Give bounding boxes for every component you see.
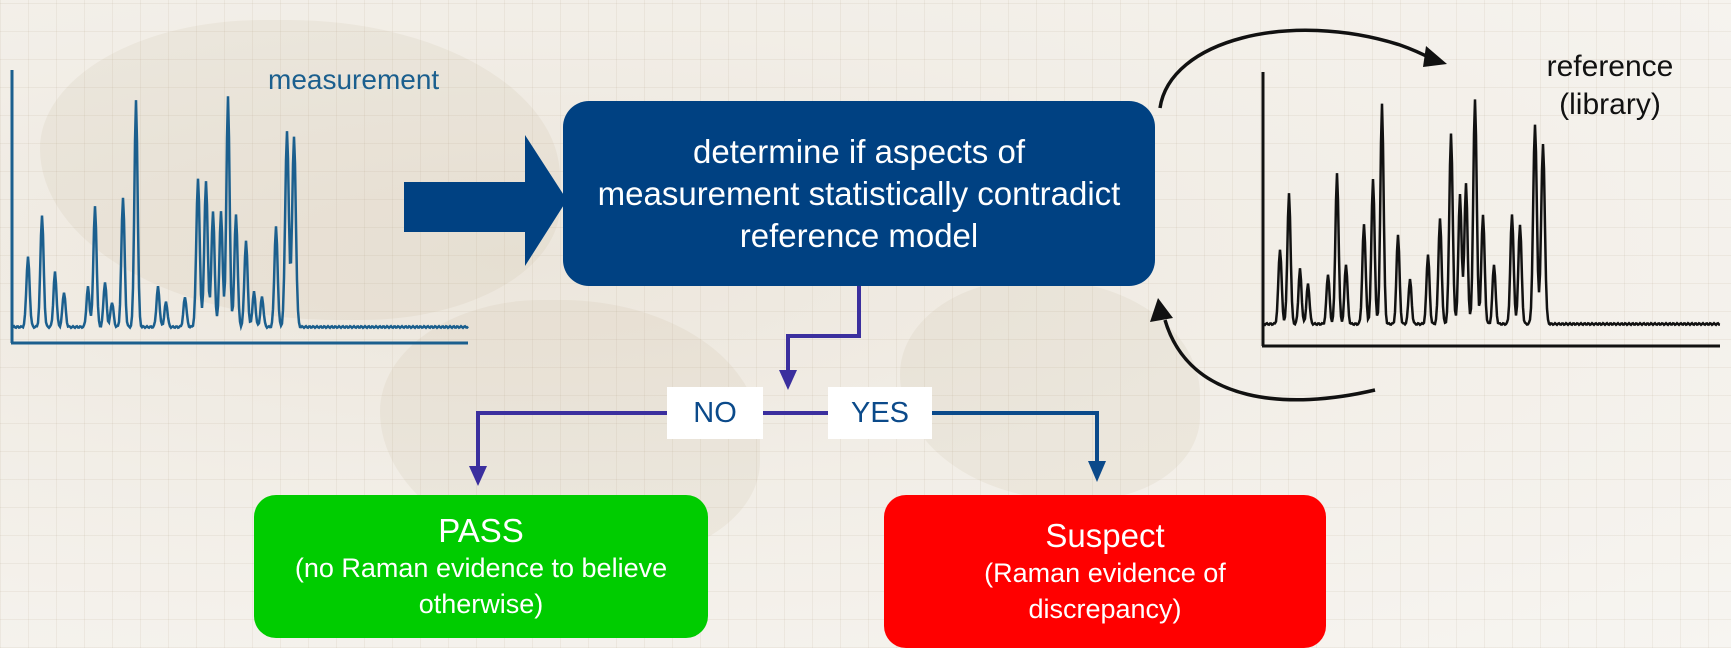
measurement-label: measurement [268,64,440,95]
map-background [900,280,1200,500]
yes-branch-label: YES [828,387,932,439]
decision-text: determine if aspects of measurement stat… [597,132,1121,254]
measurement-trace [11,96,469,332]
feedback-arrowhead-bottom [1150,298,1173,322]
feedback-arrowhead-top [1423,46,1447,67]
pass-result-box: PASS (no Raman evidence to believe other… [254,495,708,638]
decision-connector [786,286,861,372]
no-branch-line [476,411,667,468]
pass-title: PASS [438,511,524,549]
suspect-detail: (Raman evidence of discrepancy) [984,557,1226,624]
decision-box: determine if aspects of measurement stat… [563,101,1155,286]
no-branch-label: NO [667,387,763,439]
reference-trace [1262,99,1721,327]
decision-connector-arrowhead [779,370,797,390]
suspect-title: Suspect [1045,516,1165,554]
pass-detail: (no Raman evidence to believe otherwise) [294,552,668,619]
map-background [40,20,560,320]
input-arrow [404,135,567,266]
yes-branch-arrowhead [1088,461,1106,482]
yes-branch-line [932,411,1099,463]
feedback-arrow-bottom [1163,319,1376,402]
feedback-arrow-top [1158,28,1439,109]
suspect-result-box: Suspect (Raman evidence of discrepancy) [884,495,1326,648]
reference-label: reference (library) [1546,50,1674,121]
measurement-spectrum [10,70,469,345]
reference-spectrum [1261,72,1721,348]
no-branch-arrowhead [469,466,487,486]
